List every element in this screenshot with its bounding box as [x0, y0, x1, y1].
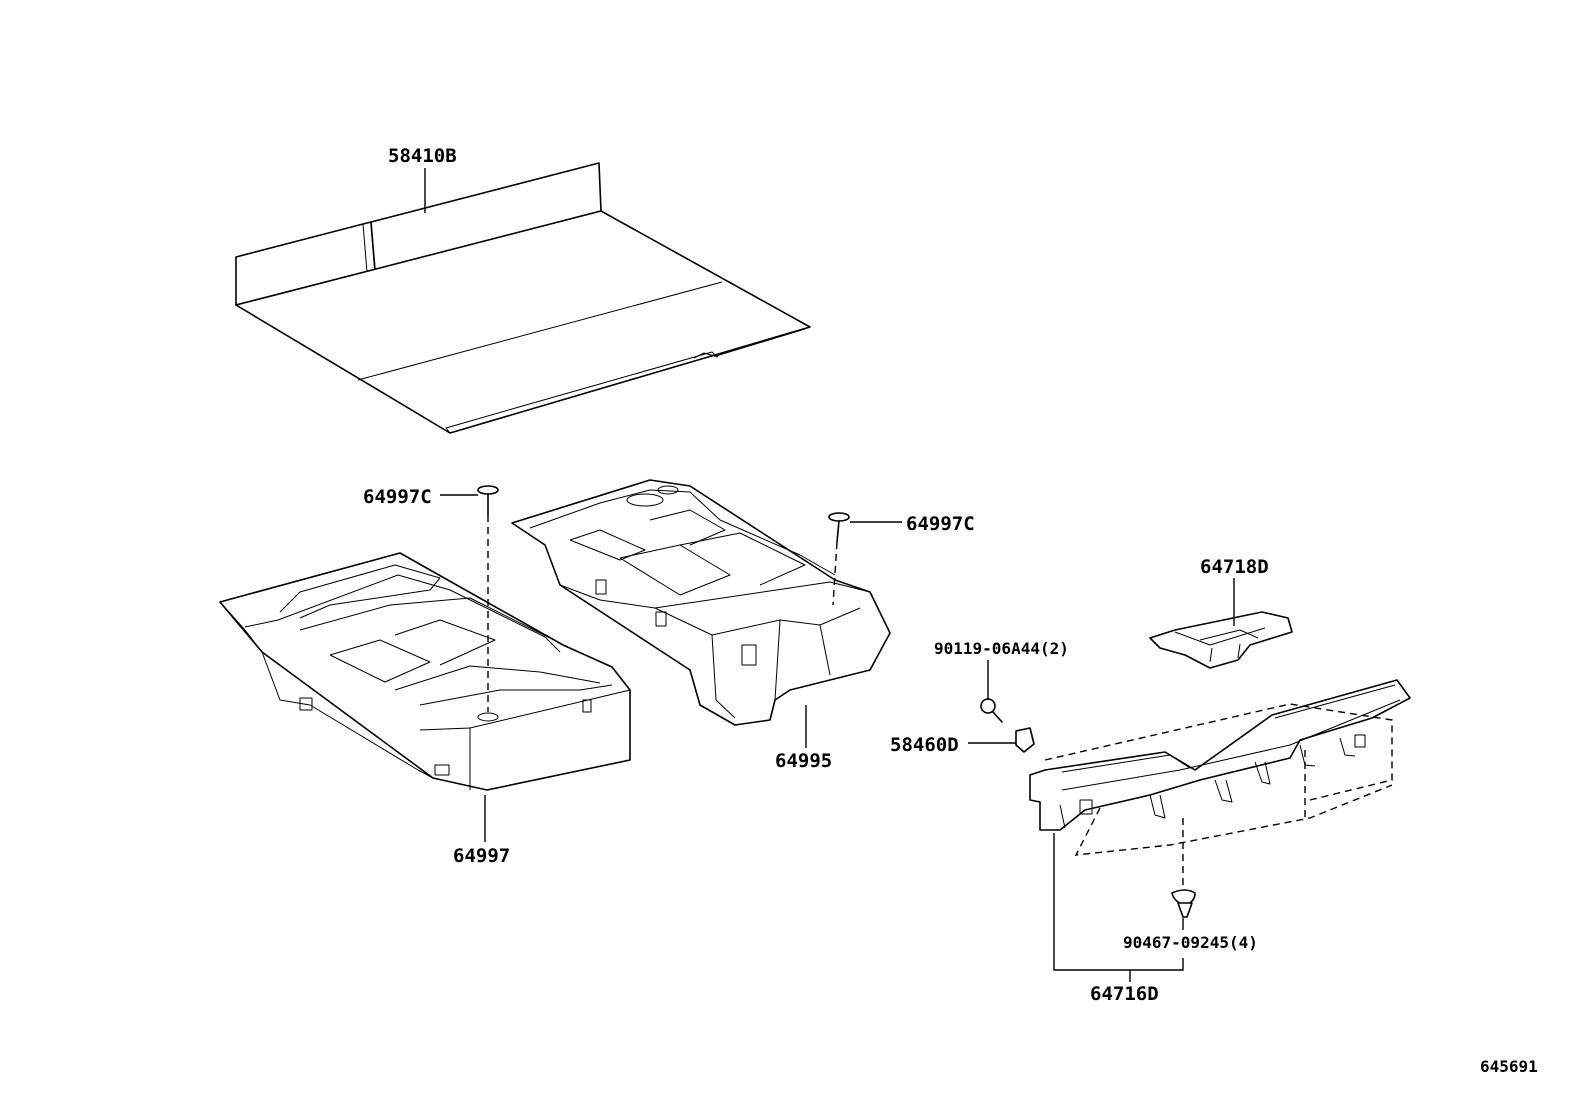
- cap-64718D[interactable]: [1149, 611, 1293, 669]
- scuff-plate-64716D[interactable]: [1029, 679, 1411, 831]
- cargo-cover-58410B[interactable]: [235, 162, 811, 434]
- assembly-outline: [1044, 703, 1393, 885]
- label-58460D[interactable]: 58460D: [890, 734, 959, 756]
- tray-left-64997[interactable]: [219, 552, 631, 791]
- label-64997C-left[interactable]: 64997C: [363, 486, 432, 508]
- diagram-id: 645691: [1480, 1057, 1538, 1076]
- screw-left-64997C[interactable]: [477, 485, 499, 712]
- label-64997[interactable]: 64997: [453, 845, 510, 867]
- label-64995[interactable]: 64995: [775, 750, 832, 772]
- label-90467-09245[interactable]: 90467-09245(4): [1123, 933, 1258, 952]
- label-64718D[interactable]: 64718D: [1200, 556, 1269, 578]
- label-58410B[interactable]: 58410B: [388, 145, 457, 167]
- tray-center-64995[interactable]: [511, 479, 891, 726]
- screw-right-64997C[interactable]: [828, 512, 850, 606]
- bolt-90119-06A44[interactable]: [980, 698, 1003, 723]
- label-64997C-right[interactable]: 64997C: [906, 513, 975, 535]
- rivet-90467-09245[interactable]: [1171, 889, 1196, 918]
- clip-58460D[interactable]: [1015, 727, 1035, 753]
- label-90119-06A44[interactable]: 90119-06A44(2): [934, 639, 1069, 658]
- leader-lines: [424, 168, 1235, 982]
- part-labels: 58410B 64997C 64997C 64997 64995 64718D …: [363, 145, 1538, 1076]
- label-64716D[interactable]: 64716D: [1090, 983, 1159, 1005]
